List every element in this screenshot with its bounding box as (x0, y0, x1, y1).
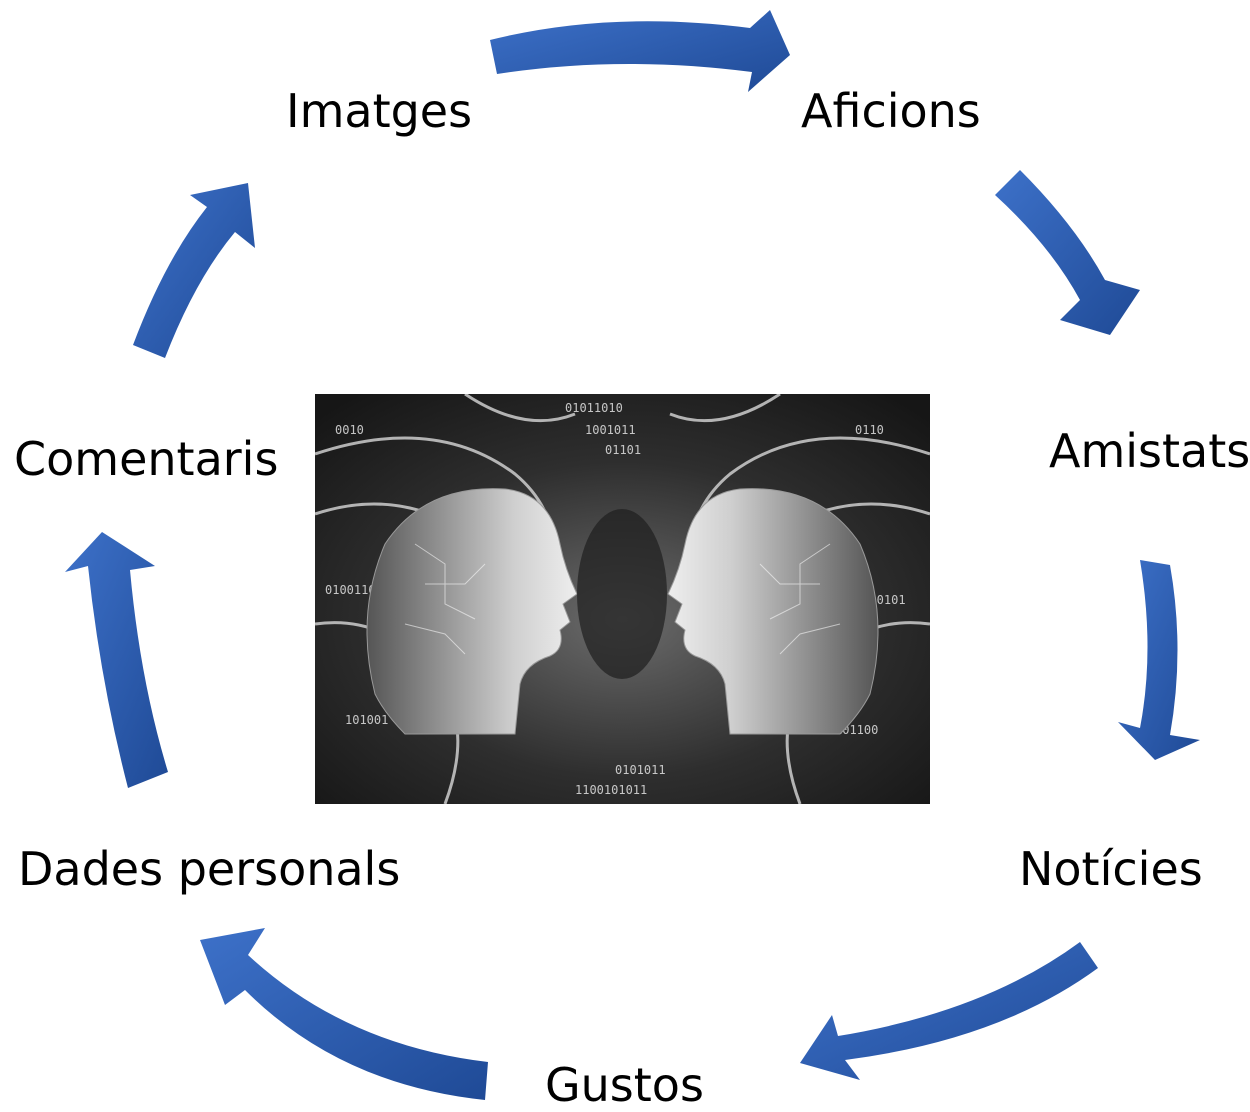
node-dades-personals: Dades personals (18, 842, 401, 896)
node-amistats: Amistats (1049, 424, 1250, 478)
svg-text:01101: 01101 (605, 443, 641, 457)
node-gustos: Gustos (545, 1058, 704, 1112)
arrow-noticies-to-gustos (800, 942, 1098, 1080)
svg-text:1001011: 1001011 (585, 423, 636, 437)
node-imatges: Imatges (286, 84, 473, 138)
arrow-imatges-to-aficions (490, 10, 790, 92)
svg-text:0110: 0110 (855, 423, 884, 437)
node-noticies: Notícies (1019, 842, 1203, 896)
svg-text:01011010: 01011010 (565, 401, 623, 415)
node-comentaris: Comentaris (14, 432, 279, 486)
arrow-amistats-to-noticies (1118, 560, 1200, 760)
svg-text:1100101011: 1100101011 (575, 783, 647, 797)
svg-text:0010: 0010 (335, 423, 364, 437)
arrow-comentaris-to-imatges (133, 183, 255, 358)
arrow-dades-to-comentaris (65, 532, 168, 788)
svg-text:101001: 101001 (345, 713, 388, 727)
svg-text:0101011: 0101011 (615, 763, 666, 777)
svg-text:0100110: 0100110 (325, 583, 376, 597)
arrow-aficions-to-amistats (995, 170, 1140, 335)
center-illustration: 01011010 1001011 01101 0101011 110010101… (315, 394, 930, 804)
arrow-gustos-to-dades (200, 928, 488, 1100)
node-aficions: Aficions (801, 84, 981, 138)
